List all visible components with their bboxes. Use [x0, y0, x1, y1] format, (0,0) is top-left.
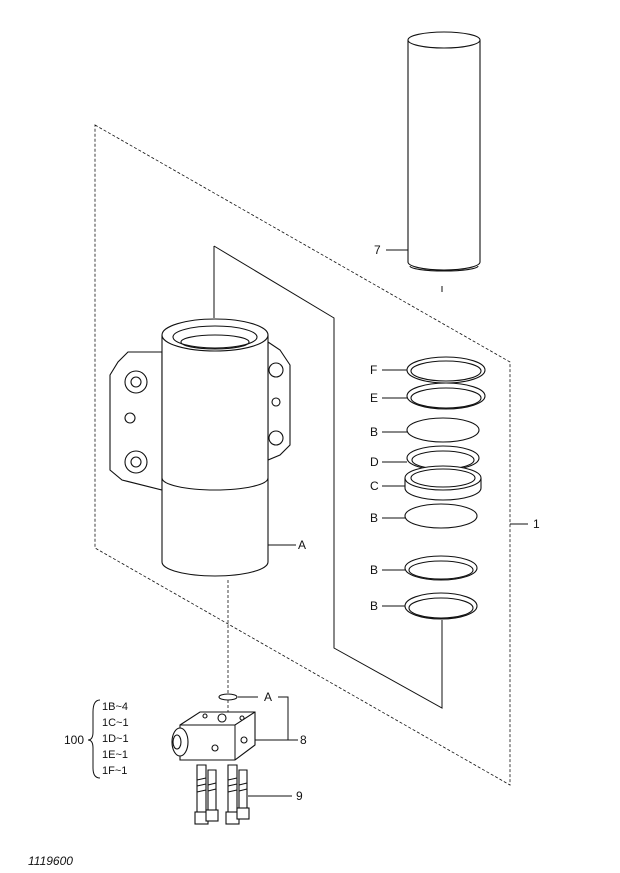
kit-item: 1C~1	[102, 717, 129, 729]
label-7: 7	[374, 243, 381, 257]
seal-stack	[382, 356, 528, 620]
assembly-guide-line	[213, 245, 443, 709]
label-9: 9	[296, 789, 303, 803]
label-F: F	[370, 363, 377, 377]
kit-item: 1B~4	[102, 701, 128, 713]
label-C: C	[370, 479, 379, 493]
bolts-part-9	[194, 764, 292, 825]
valve-block-part-8	[171, 711, 256, 761]
kit-bracket	[87, 699, 101, 779]
label-D: D	[370, 455, 379, 469]
ring-B-3	[404, 555, 478, 581]
label-B-2: B	[370, 511, 378, 525]
assembly-boundary	[94, 124, 511, 786]
label-B-3: B	[370, 563, 378, 577]
label-8: 8	[300, 733, 307, 747]
kit-list: 100 1B~4 1C~1 1D~1 1E~1 1F~1	[64, 701, 129, 777]
seal-E	[406, 382, 486, 410]
label-E: E	[370, 391, 378, 405]
figure-number: 1119600	[28, 854, 73, 868]
callout-labels: F E B D C B B B A A 7 1 8 9	[264, 243, 540, 803]
kit-item: 1F~1	[102, 765, 127, 777]
kit-item: 1E~1	[102, 749, 128, 761]
ring-B-2	[404, 503, 478, 529]
label-A-body: A	[298, 538, 306, 552]
label-B-1: B	[370, 425, 378, 439]
ring-B-1	[406, 417, 480, 443]
swivel-housing	[109, 318, 296, 577]
label-A-oring: A	[264, 690, 272, 704]
oring-A	[218, 693, 298, 741]
cylinder-part-7	[386, 31, 481, 292]
label-B-4: B	[370, 599, 378, 613]
kit-item: 1D~1	[102, 733, 129, 745]
ring-B-4	[404, 592, 478, 620]
kit-number: 100	[64, 733, 84, 747]
label-1: 1	[533, 517, 540, 531]
